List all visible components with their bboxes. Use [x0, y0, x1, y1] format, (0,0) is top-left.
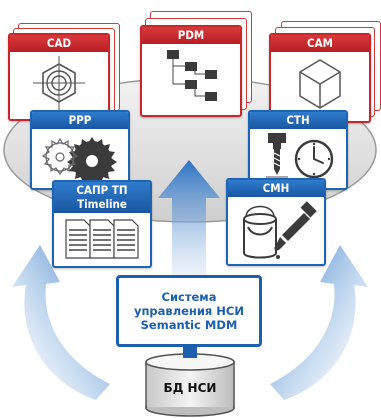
card-ppp: PPP [30, 110, 130, 190]
card-stn: СТН [248, 110, 348, 190]
card-title: CAD [10, 35, 108, 52]
center-up-arrow [158, 160, 220, 290]
documents-icon [54, 212, 150, 266]
card-title: CAM [271, 35, 369, 52]
card-title: PPP [32, 112, 128, 129]
card-body: САПР ТП Timeline [52, 180, 152, 268]
card-title: САПР ТП Timeline [54, 182, 150, 213]
card-sapr-tp-timeline: САПР ТП Timeline [52, 180, 152, 268]
card-title: СМН [228, 180, 324, 197]
card-title: СТН [250, 112, 346, 129]
card-cam: CAM [269, 21, 381, 123]
left-curved-arrow [12, 245, 110, 400]
card-smn: СМН [226, 178, 326, 266]
mdm-db-connector [183, 346, 197, 358]
saw-blades-icon [32, 129, 128, 188]
card-body: CAD [8, 33, 110, 121]
card-title: PDM [142, 27, 240, 44]
card-body: PDM [140, 25, 242, 117]
mdm-title: Система управления НСИ Semantic MDM [133, 290, 244, 332]
card-body: СТН [248, 110, 348, 190]
semantic-mdm-system: Система управления НСИ Semantic MDM [116, 275, 262, 347]
nut-icon [10, 52, 108, 119]
right-curved-arrow [270, 245, 368, 400]
card-body: PPP [30, 110, 130, 190]
drill-clock-icon [250, 129, 346, 188]
tree-structure-icon [142, 44, 240, 115]
card-body: CAM [269, 33, 371, 123]
database-label: БД НСИ [163, 381, 217, 395]
paint-can-brush-icon [228, 197, 324, 264]
card-body: СМН [226, 178, 326, 266]
database-cylinder [145, 353, 235, 417]
card-pdm: PDM [140, 11, 252, 117]
card-cad: CAD [8, 23, 120, 121]
cube-icon [271, 52, 369, 121]
